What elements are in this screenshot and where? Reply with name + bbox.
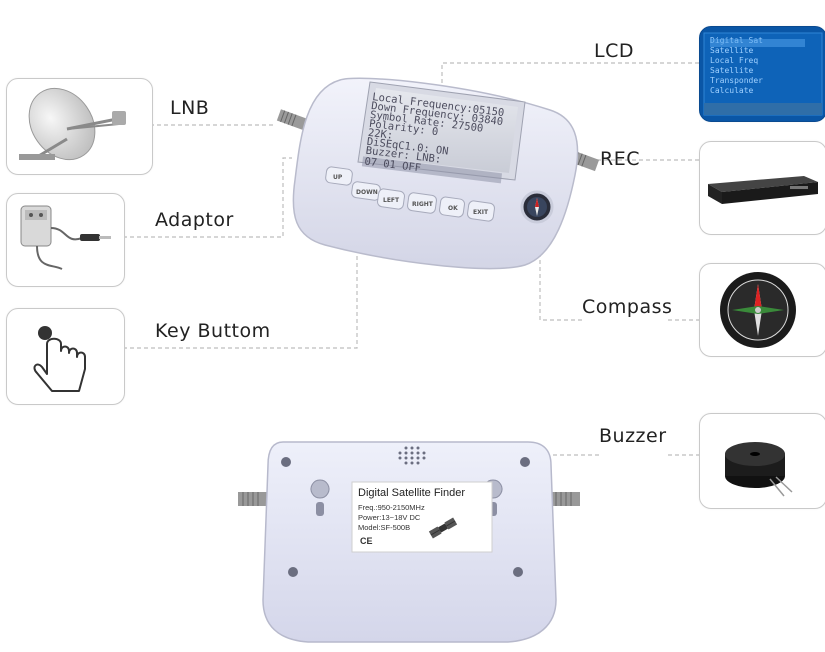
svg-text:UP: UP [333,174,343,181]
receiver-box-icon [708,176,818,204]
lnb-connector-port [276,109,310,131]
svg-text:OK: OK [448,205,458,212]
right-key[interactable]: RIGHT [407,192,437,214]
left-key[interactable]: LEFT [377,188,405,210]
rec-label: REC [600,148,640,170]
power-adaptor-icon [20,205,111,270]
lnb-label: LNB [170,97,210,119]
svg-text:EXIT: EXIT [473,209,489,216]
adaptor-card [6,193,125,287]
lcd-panel-line: Calculate [710,86,754,95]
keypad: UP DOWN LEFT RIGHT OK EXIT [325,166,495,222]
lcd-panel-line: Satellite [710,66,754,75]
lcd-line: 22K: [367,127,394,142]
back-lnb-port [238,492,268,506]
adaptor-label: Adaptor [155,209,234,231]
back-rec-port [550,492,580,506]
lnb-card [6,78,153,175]
lcd-module-icon: Digital Sat Satellite Local Freq Satelli… [703,32,823,116]
hand-pointer-icon [33,326,86,392]
compass-label: Compass [582,296,673,318]
lcd-panel-line: Local Freq [710,56,758,65]
exit-key[interactable]: EXIT [467,200,495,222]
lcd-label: LCD [594,40,634,62]
freq-spec: Freq.:950-2150MHz [358,503,425,512]
buzzer-icon [725,442,793,497]
key-label: Key Buttom [155,320,271,342]
up-key[interactable]: UP [325,166,353,186]
buzzer-card [699,413,825,509]
buzzer-label: Buzzer [599,425,667,447]
lcd-panel-line: Transponder [710,76,763,85]
device-compass-icon [520,190,554,224]
satellite-dish-icon [19,87,126,161]
keyhole-left [310,479,330,499]
adaptor-connector [123,157,292,238]
key-connector [123,210,358,349]
rec-card [699,141,825,235]
back-device: Digital Satellite Finder Freq.:950-2150M… [238,441,580,643]
power-spec: Power:13~18V DC [358,513,421,522]
product-label [351,481,493,553]
lcd-panel-line: Satellite [710,46,754,55]
svg-text:DOWN: DOWN [356,189,378,196]
compass-icon [720,272,796,348]
down-key[interactable]: DOWN [351,181,381,201]
compass-card [699,263,825,357]
key-card [6,308,125,405]
lcd-card: Digital Sat Satellite Local Freq Satelli… [699,26,825,122]
lcd-screen [365,88,518,173]
ce-mark: CE [360,536,373,546]
speaker-grill [398,446,426,465]
svg-text:LEFT: LEFT [383,197,400,204]
svg-text:RIGHT: RIGHT [412,201,434,208]
model-spec: Model:SF-500B [358,523,410,532]
satellite-icon [428,517,458,539]
front-device: Local Frequency:05150 Down Frequency: 03… [276,77,600,270]
ok-key[interactable]: OK [439,196,465,218]
lcd-connector [441,62,700,90]
product-title: Digital Satellite Finder [358,487,465,499]
